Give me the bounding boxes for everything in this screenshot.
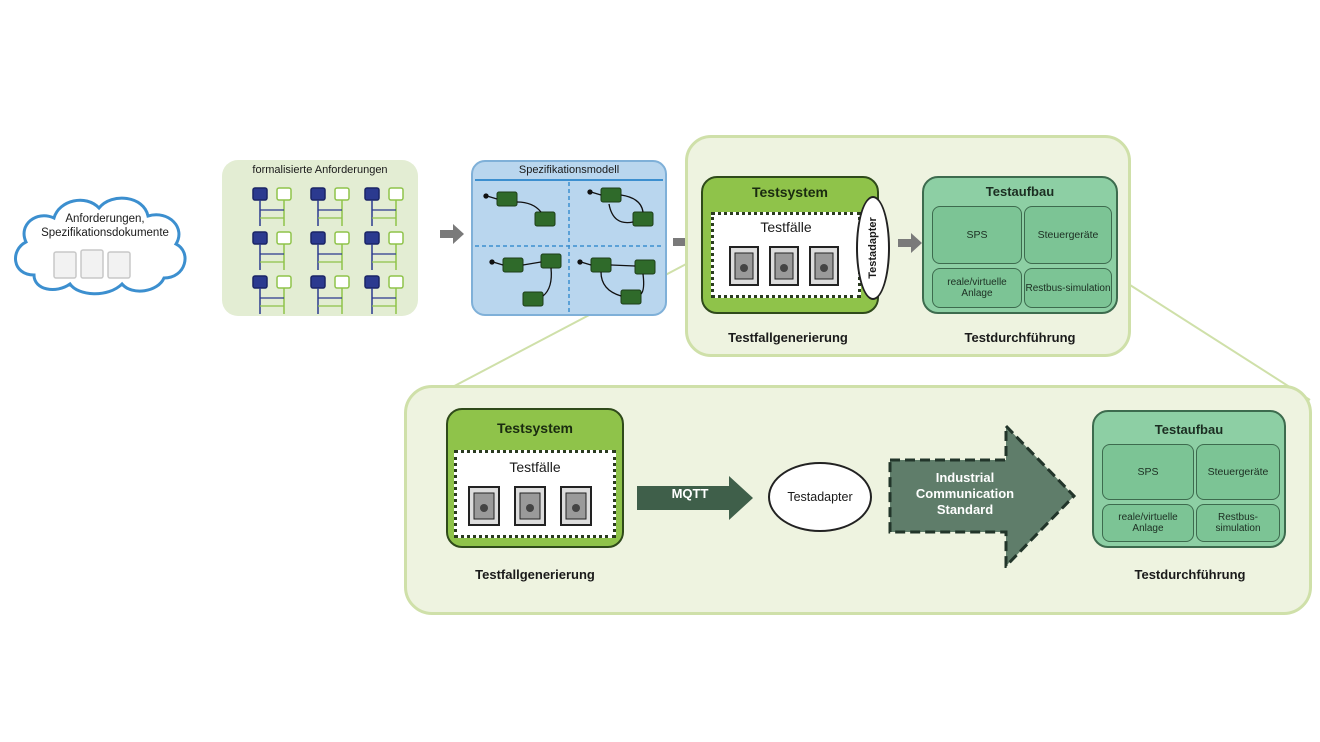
requirement-node bbox=[364, 187, 380, 201]
requirement-node bbox=[252, 275, 268, 289]
sps-cell: SPS bbox=[932, 206, 1022, 264]
industrial-communication-arrow bbox=[888, 424, 1077, 568]
testadapter-oval: Testadapter bbox=[768, 462, 872, 532]
cloud-shape bbox=[14, 196, 187, 296]
restbus-cell: Restbus-simulation bbox=[1024, 268, 1112, 308]
steuergeraete-cell: Steuergeräte bbox=[1196, 444, 1280, 500]
cloud-label-line1: Anforderungen, bbox=[65, 213, 145, 225]
restbus-cell: Restbus-simulation bbox=[1196, 504, 1280, 542]
requirement-node bbox=[310, 187, 326, 201]
requirement-note bbox=[276, 187, 292, 201]
requirement-node bbox=[310, 231, 326, 245]
testaufbau-title: Testaufbau bbox=[1154, 422, 1224, 437]
requirement-note bbox=[388, 187, 404, 201]
testaufbau-box: Testaufbau SPS Steuergeräte reale/virtue… bbox=[1092, 410, 1286, 548]
state-machine-graphic bbox=[475, 179, 663, 312]
requirement-node bbox=[252, 187, 268, 201]
requirement-note bbox=[276, 275, 292, 289]
requirement-node bbox=[310, 275, 326, 289]
anlage-cell: reale/virtuelle Anlage bbox=[1102, 504, 1194, 542]
test-case-icons bbox=[468, 486, 592, 526]
testfaelle-box: Testfälle bbox=[711, 212, 861, 298]
requirement-node bbox=[252, 231, 268, 245]
testfaelle-title: Testfälle bbox=[760, 219, 812, 235]
requirement-note bbox=[388, 231, 404, 245]
test-case-icon-detail bbox=[820, 264, 828, 272]
cloud-label: Anforderungen, Spezifikationsdokumente bbox=[20, 212, 190, 240]
test-case-icon-detail bbox=[480, 504, 488, 512]
requirement-note bbox=[334, 275, 350, 289]
caption-testdurchfuehrung: Testdurchführung bbox=[1134, 567, 1246, 582]
document-icons bbox=[53, 249, 131, 279]
ics-line3: Standard bbox=[936, 502, 994, 517]
requirements-title: formalisierte Anforderungen bbox=[252, 164, 388, 176]
testadapter-oval: Testadapter bbox=[856, 196, 890, 300]
testsystem-box: Testsystem Testfälle bbox=[446, 408, 624, 548]
mqtt-label: MQTT bbox=[671, 486, 709, 501]
requirement-note bbox=[388, 275, 404, 289]
requirement-note bbox=[334, 231, 350, 245]
steuergeraete-cell: Steuergeräte bbox=[1024, 206, 1112, 264]
requirement-node bbox=[364, 275, 380, 289]
mqtt-arrow bbox=[637, 476, 753, 520]
testsystem-title: Testsystem bbox=[751, 184, 828, 200]
ics-line2: Communication bbox=[915, 486, 1015, 501]
testaufbau-title: Testaufbau bbox=[985, 184, 1055, 199]
cloud-label-line2: Spezifikationsdokumente bbox=[41, 227, 169, 239]
caption-testfallgenerierung: Testfallgenerierung bbox=[728, 330, 848, 345]
ics-line1: Industrial bbox=[935, 470, 995, 485]
test-case-icon-detail bbox=[780, 264, 788, 272]
testadapter-label: Testadapter bbox=[867, 217, 880, 279]
sps-cell: SPS bbox=[1102, 444, 1194, 500]
test-case-icon-detail bbox=[740, 264, 748, 272]
testfaelle-title: Testfälle bbox=[509, 459, 561, 475]
anlage-cell: reale/virtuelle Anlage bbox=[932, 268, 1022, 308]
requirement-note bbox=[334, 187, 350, 201]
spec-model-title: Spezifikationsmodell bbox=[518, 164, 620, 176]
flow-arrow-icon bbox=[898, 233, 922, 253]
requirement-note bbox=[276, 231, 292, 245]
specification-model-box: Spezifikationsmodell bbox=[471, 160, 667, 316]
formalized-requirements-box: formalisierte Anforderungen bbox=[222, 160, 418, 316]
caption-testfallgenerierung: Testfallgenerierung bbox=[475, 567, 595, 582]
requirement-node bbox=[364, 231, 380, 245]
testsystem-title: Testsystem bbox=[496, 420, 573, 436]
caption-testdurchfuehrung: Testdurchführung bbox=[964, 330, 1076, 345]
flow-arrow-icon bbox=[440, 224, 464, 244]
test-case-icon-detail bbox=[572, 504, 580, 512]
testsystem-box: Testsystem Testfälle bbox=[701, 176, 879, 314]
test-case-icons bbox=[729, 246, 839, 286]
testfaelle-box: Testfälle bbox=[454, 450, 616, 538]
industrial-communication-label: Industrial Communication Standard bbox=[900, 470, 1030, 518]
requirements-grid-graphic bbox=[252, 187, 404, 314]
testaufbau-box: Testaufbau SPS Steuergeräte reale/virtue… bbox=[922, 176, 1118, 314]
test-case-icon-detail bbox=[526, 504, 534, 512]
